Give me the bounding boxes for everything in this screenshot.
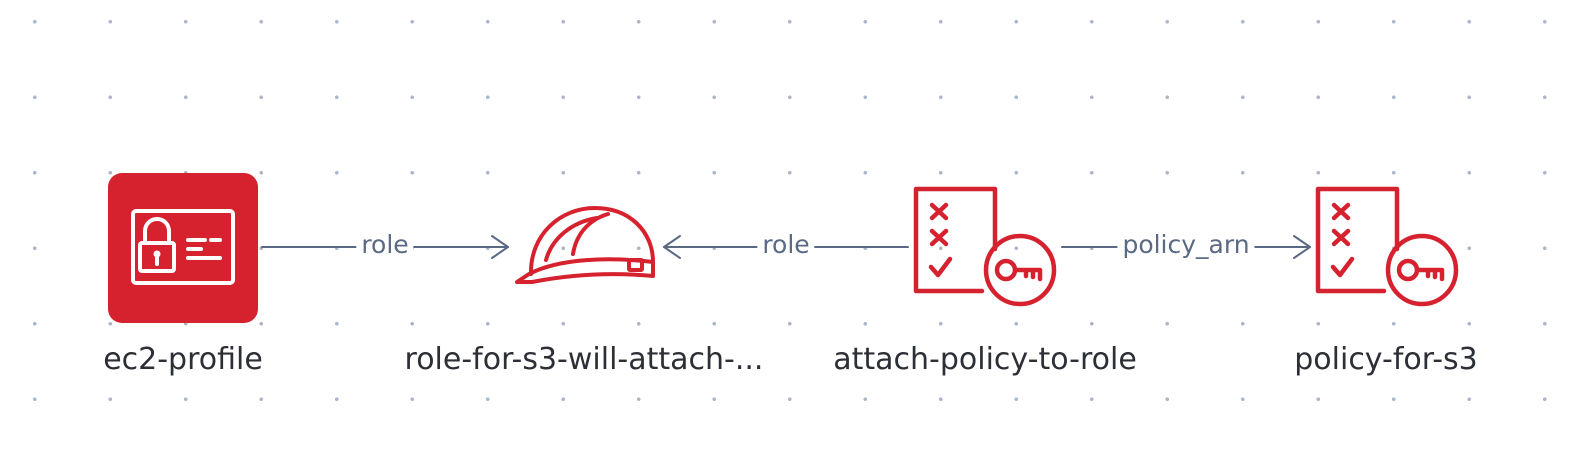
- node-label-policy-for-s3: policy-for-s3: [1294, 342, 1478, 377]
- edge-label-role-2: role: [757, 230, 815, 260]
- edge-label-policy-arn: policy_arn: [1117, 230, 1255, 260]
- node-label-attach-policy-to-role: attach-policy-to-role: [833, 342, 1137, 377]
- node-role[interactable]: [510, 200, 660, 297]
- node-attach-policy-to-role[interactable]: [910, 183, 1060, 318]
- iam-role-helmet-icon: [515, 206, 655, 284]
- iam-instance-profile-icon: [108, 173, 258, 323]
- node-policy-for-s3[interactable]: [1312, 183, 1462, 318]
- iam-policy-icon: [1315, 186, 1459, 307]
- iam-policy-attachment-icon: [913, 186, 1057, 307]
- node-label-ec2-profile: ec2-profile: [103, 342, 263, 377]
- node-label-role: role-for-s3-will-attach-...: [404, 342, 764, 377]
- node-ec2-profile[interactable]: [108, 173, 258, 328]
- edge-label-role-1: role: [356, 230, 414, 260]
